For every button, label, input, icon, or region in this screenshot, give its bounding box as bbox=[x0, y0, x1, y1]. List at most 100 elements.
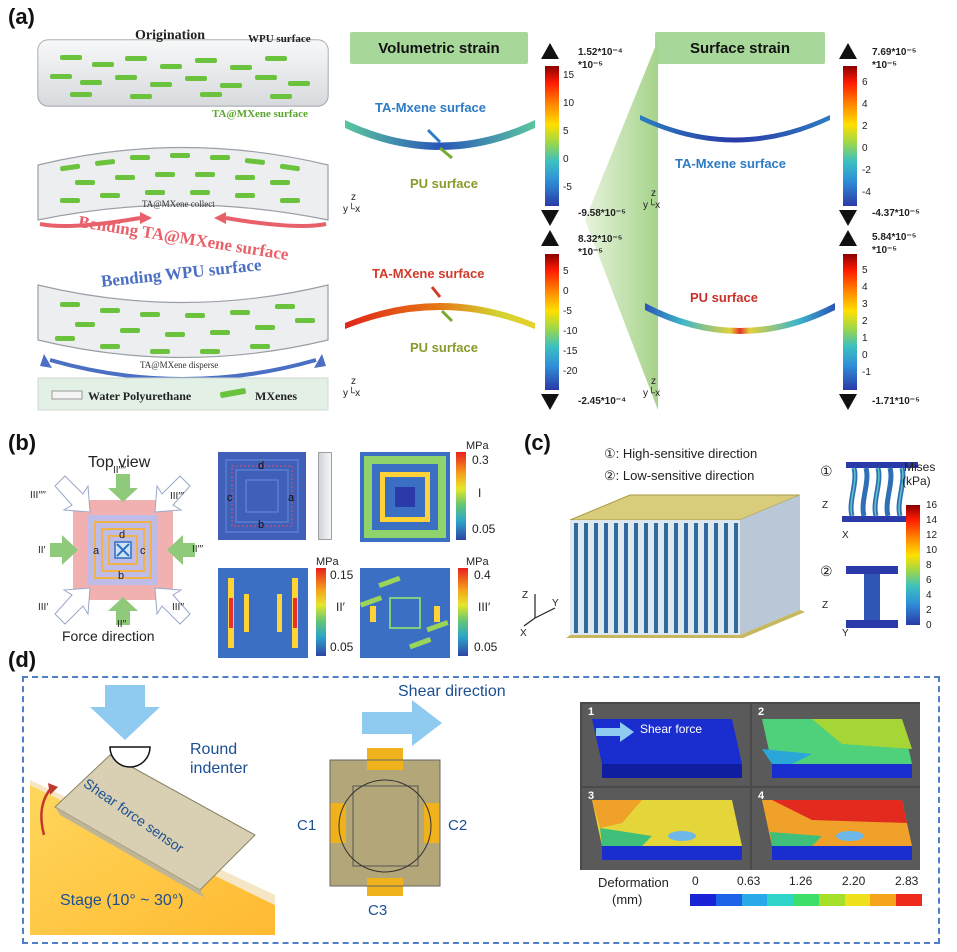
c-axes bbox=[523, 594, 556, 627]
mises-unit: (kPa) bbox=[902, 474, 931, 488]
c2-label: C2 bbox=[448, 817, 468, 834]
vol-bot-tick-4: -15 bbox=[563, 346, 578, 357]
c1-axis-x: X bbox=[842, 530, 849, 541]
surf-bot-tick-4: 1 bbox=[862, 333, 868, 344]
map3-tag: III′ bbox=[478, 600, 491, 614]
map2-tag: II′ bbox=[336, 600, 345, 614]
mises-tick-8: 0 bbox=[926, 620, 932, 631]
zoom-wedge bbox=[585, 40, 658, 410]
mises-tick-3: 10 bbox=[926, 545, 938, 556]
vol-top-tick-4: -5 bbox=[563, 182, 572, 193]
surf-bot-tick-1: 4 bbox=[862, 282, 868, 293]
surf-top-tick-5: -4 bbox=[862, 187, 871, 198]
vol-bot-tick-1: 0 bbox=[563, 286, 569, 297]
vol-bot-tick-0: 5 bbox=[563, 266, 569, 277]
vol-bot-tick-2: -5 bbox=[563, 306, 572, 317]
surf-top-tick-1: 4 bbox=[862, 99, 868, 110]
pillar-deformed-1 bbox=[842, 462, 918, 522]
vol-top-scale: *10⁻⁵ bbox=[578, 60, 603, 71]
low-sensitive-label: ②: Low-sensitive direction bbox=[604, 468, 755, 483]
wpu-surface-label: WPU surface bbox=[248, 33, 311, 45]
map2-max: 0.15 bbox=[330, 568, 354, 582]
panel-a-schematics bbox=[37, 39, 329, 411]
surf-top-tick-4: -2 bbox=[862, 165, 871, 176]
map-letter-a: a bbox=[288, 492, 295, 504]
map1-unit: MPa bbox=[466, 440, 489, 452]
shear-arrow bbox=[362, 700, 442, 746]
def-tick-1: 0.63 bbox=[737, 874, 761, 888]
vol-top-min-arrow bbox=[541, 210, 559, 226]
vol-top-max-arrow bbox=[541, 43, 559, 59]
surf-bot-min-arrow bbox=[839, 394, 857, 410]
surf-bot-max: 5.84*10⁻⁵ bbox=[872, 232, 917, 243]
axis-z-3: z bbox=[351, 376, 356, 387]
force-direction-label: Force direction bbox=[62, 628, 155, 644]
stress-map-1 bbox=[360, 452, 450, 542]
axis-z-4: z bbox=[651, 376, 656, 387]
map3-min: 0.05 bbox=[474, 640, 498, 654]
fea-frame-3 bbox=[582, 788, 750, 870]
c3-label: C3 bbox=[368, 902, 388, 919]
ta-mxene-surface-label: TA@MXene surface bbox=[212, 108, 308, 120]
force-diagram bbox=[50, 474, 195, 625]
map2-min: 0.05 bbox=[330, 640, 354, 654]
dir-e: II′′′ bbox=[192, 544, 204, 555]
surf-bot-tick-5: 0 bbox=[862, 350, 868, 361]
surf-top-min: -4.37*10⁻⁵ bbox=[872, 208, 920, 219]
axis-yx-1: y└x bbox=[343, 204, 361, 215]
fea-id-1: 1 bbox=[588, 706, 595, 718]
shear-direction-label: Shear direction bbox=[398, 683, 506, 700]
def-tick-2: 1.26 bbox=[789, 874, 813, 888]
mark-2: ② bbox=[820, 563, 833, 579]
vol-bot-min: -2.45*10⁻⁴ bbox=[578, 396, 627, 407]
ta-mxene-disperse-label: TA@MXene disperse bbox=[140, 360, 219, 370]
fea-id-4: 4 bbox=[758, 790, 765, 802]
map-letter-d: d bbox=[258, 460, 265, 472]
deformation-scale bbox=[690, 894, 923, 906]
surf-top-surface: TA-Mxene surface bbox=[675, 156, 787, 171]
c1-label: C1 bbox=[297, 817, 317, 834]
mises-tick-6: 4 bbox=[926, 590, 932, 601]
surf-top-tick-2: 2 bbox=[862, 121, 868, 132]
side-view-strip bbox=[318, 452, 332, 540]
mises-tick-5: 6 bbox=[926, 575, 932, 586]
vol-top-surface-b: PU surface bbox=[410, 176, 478, 191]
surf-bot-scale: *10⁻⁵ bbox=[872, 245, 897, 256]
fea-frame-4 bbox=[752, 788, 920, 870]
map2-unit: MPa bbox=[316, 556, 339, 568]
b-letter-c: c bbox=[140, 545, 146, 557]
stress-map-3-colorbar bbox=[458, 568, 468, 656]
surf-top-min-arrow bbox=[839, 210, 857, 226]
stress-map-2-colorbar bbox=[316, 568, 326, 656]
surf-top-max: 7.69*10⁻⁵ bbox=[872, 47, 917, 58]
vol-top-max: 1.52*10⁻⁴ bbox=[578, 47, 623, 58]
vol-top-shape bbox=[345, 120, 535, 160]
surf-top-max-arrow bbox=[839, 43, 857, 59]
dir-ne: III′′′ bbox=[170, 491, 184, 502]
deformation-unit: (mm) bbox=[612, 892, 643, 907]
surf-bot-tick-6: -1 bbox=[862, 367, 871, 378]
shear-setup bbox=[30, 685, 275, 935]
legend-wpu-label: Water Polyurethane bbox=[88, 389, 192, 403]
dir-n: II′′′′ bbox=[113, 465, 127, 476]
mises-tick-2: 12 bbox=[926, 530, 938, 541]
surf-bot-surface: PU surface bbox=[690, 290, 758, 305]
vol-bot-max-arrow bbox=[541, 230, 559, 246]
map1-max: 0.3 bbox=[472, 453, 489, 467]
stress-map-2 bbox=[218, 568, 308, 658]
surf-bot-min: -1.71*10⁻⁵ bbox=[872, 396, 920, 407]
pillar-deformed-2 bbox=[846, 566, 898, 628]
mises-colorbar bbox=[906, 505, 920, 625]
vol-bot-colorbar bbox=[545, 254, 559, 390]
mark-1: ① bbox=[820, 463, 833, 479]
axis-yx-2: y└x bbox=[643, 200, 661, 211]
surf-top-tick-3: 0 bbox=[862, 143, 868, 154]
dir-w: II′ bbox=[38, 545, 46, 556]
vol-bot-tick-5: -20 bbox=[563, 366, 578, 377]
panel-b-label: (b) bbox=[8, 430, 37, 455]
high-sensitive-label: ①: High-sensitive direction bbox=[604, 446, 758, 461]
surf-bot-max-arrow bbox=[839, 230, 857, 246]
vol-top-tick-2: 5 bbox=[563, 126, 569, 137]
vol-bot-min-arrow bbox=[541, 394, 559, 410]
stress-map-1-colorbar bbox=[456, 452, 466, 540]
